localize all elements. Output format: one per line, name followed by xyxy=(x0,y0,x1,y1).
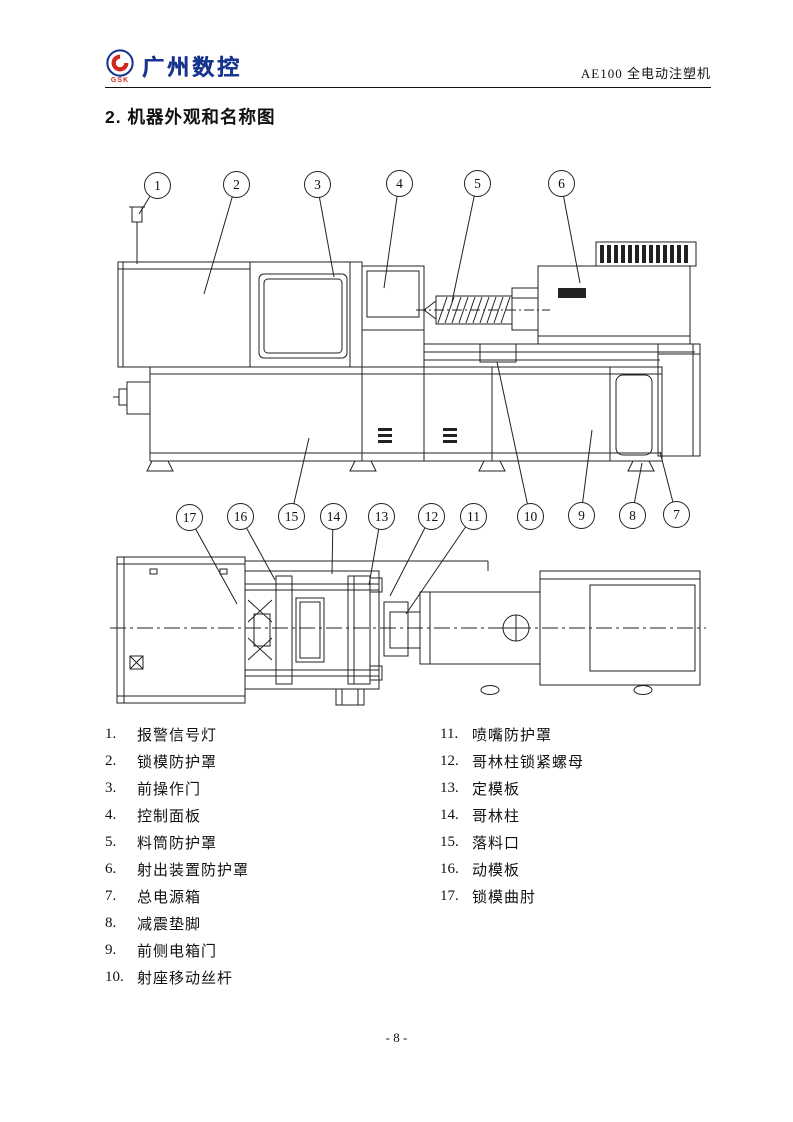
part-item: 9. 前侧电箱门 xyxy=(105,937,425,964)
section-title: 2. 机器外观和名称图 xyxy=(105,107,276,127)
gsk-logo-icon: GSK xyxy=(105,48,135,84)
part-number: 17. xyxy=(440,888,459,904)
logo-caption: GSK xyxy=(110,77,130,84)
part-number: 10. xyxy=(105,969,124,985)
part-item: 15. 落料口 xyxy=(440,829,760,856)
part-label: 射出装置防护罩 xyxy=(137,863,250,879)
parts-list-left: 1. 报警信号灯 2. 锁模防护罩 3. 前操作门 4. 控制面板 5. 料筒防… xyxy=(105,721,425,991)
part-number: 6. xyxy=(105,861,117,877)
part-label: 料筒防护罩 xyxy=(137,836,218,852)
part-label: 喷嘴防护罩 xyxy=(472,728,553,744)
callout-10: 10 xyxy=(517,503,544,530)
callout-5: 5 xyxy=(464,170,491,197)
part-item: 3. 前操作门 xyxy=(105,775,425,802)
part-label: 动模板 xyxy=(472,863,521,879)
part-number: 4. xyxy=(105,807,117,823)
part-label: 前侧电箱门 xyxy=(137,944,218,960)
part-label: 定模板 xyxy=(472,782,521,798)
part-number: 13. xyxy=(440,780,459,796)
side-view-drawing xyxy=(113,206,701,472)
part-label: 控制面板 xyxy=(137,809,202,825)
doc-model-title: AE100 全电动注塑机 xyxy=(580,66,711,81)
top-view-drawing xyxy=(110,556,706,706)
part-label: 哥林柱 xyxy=(472,809,521,825)
part-number: 5. xyxy=(105,834,117,850)
part-number: 2. xyxy=(105,753,117,769)
part-label: 总电源箱 xyxy=(137,890,202,906)
part-item: 10. 射座移动丝杆 xyxy=(105,964,425,991)
part-label: 哥林柱锁紧螺母 xyxy=(472,755,585,771)
page-header: GSK 广州数控 AE100 全电动注塑机 xyxy=(105,48,711,88)
callout-12: 12 xyxy=(418,503,445,530)
callout-3: 3 xyxy=(304,171,331,198)
callout-2: 2 xyxy=(223,171,250,198)
callout-8: 8 xyxy=(619,502,646,529)
callout-17: 17 xyxy=(176,504,203,531)
part-number: 11. xyxy=(440,726,459,742)
callout-11: 11 xyxy=(460,503,487,530)
callout-16: 16 xyxy=(227,503,254,530)
part-number: 8. xyxy=(105,915,117,931)
part-number: 1. xyxy=(105,726,117,742)
parts-list-right: 11. 喷嘴防护罩 12. 哥林柱锁紧螺母 13. 定模板 14. 哥林柱 15… xyxy=(440,721,760,910)
part-item: 2. 锁模防护罩 xyxy=(105,748,425,775)
part-number: 12. xyxy=(440,753,459,769)
callout-13: 13 xyxy=(368,503,395,530)
callout-15: 15 xyxy=(278,503,305,530)
company-name: 广州数控 xyxy=(142,55,243,80)
part-label: 锁模曲肘 xyxy=(472,890,537,906)
part-item: 11. 喷嘴防护罩 xyxy=(440,721,760,748)
part-item: 6. 射出装置防护罩 xyxy=(105,856,425,883)
part-number: 3. xyxy=(105,780,117,796)
part-label: 报警信号灯 xyxy=(137,728,218,744)
part-item: 4. 控制面板 xyxy=(105,802,425,829)
part-number: 9. xyxy=(105,942,117,958)
part-item: 14. 哥林柱 xyxy=(440,802,760,829)
part-number: 15. xyxy=(440,834,459,850)
callout-14: 14 xyxy=(320,503,347,530)
callout-9: 9 xyxy=(568,502,595,529)
part-item: 5. 料筒防护罩 xyxy=(105,829,425,856)
part-item: 17. 锁模曲肘 xyxy=(440,883,760,910)
callout-7: 7 xyxy=(663,501,690,528)
part-number: 16. xyxy=(440,861,459,877)
part-label: 前操作门 xyxy=(137,782,202,798)
callout-6: 6 xyxy=(548,170,575,197)
callout-4: 4 xyxy=(386,170,413,197)
company-logo: GSK 广州数控 xyxy=(105,48,242,84)
part-item: 12. 哥林柱锁紧螺母 xyxy=(440,748,760,775)
callout-1: 1 xyxy=(144,172,171,199)
part-label: 锁模防护罩 xyxy=(137,755,218,771)
part-number: 7. xyxy=(105,888,117,904)
part-item: 7. 总电源箱 xyxy=(105,883,425,910)
page-number: - 8 - xyxy=(385,1030,408,1045)
callout-leader-lines xyxy=(138,182,677,615)
part-item: 13. 定模板 xyxy=(440,775,760,802)
part-label: 落料口 xyxy=(472,836,521,852)
part-item: 1. 报警信号灯 xyxy=(105,721,425,748)
part-item: 16. 动模板 xyxy=(440,856,760,883)
part-label: 减震垫脚 xyxy=(137,917,202,933)
part-item: 8. 减震垫脚 xyxy=(105,910,425,937)
part-number: 14. xyxy=(440,807,459,823)
part-label: 射座移动丝杆 xyxy=(137,971,234,987)
